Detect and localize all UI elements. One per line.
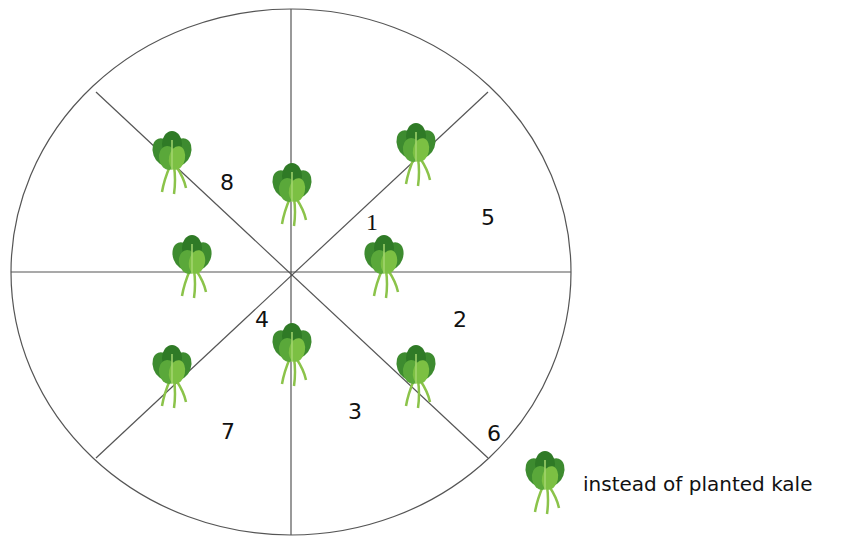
- kale-icon: [361, 235, 407, 298]
- divider-line: [96, 92, 488, 458]
- divider-line: [11, 271, 571, 272]
- kale-icon: [169, 235, 215, 298]
- section-number: 2: [453, 309, 467, 331]
- legend-kale-icon: [522, 451, 568, 514]
- kale-icon: [149, 345, 195, 408]
- kale-icon: [269, 323, 315, 386]
- section-number: 3: [348, 401, 362, 423]
- garden-outline: [11, 9, 571, 535]
- section-number: 7: [221, 421, 235, 443]
- kale-icon: [393, 345, 439, 408]
- legend-text: instead of planted kale: [583, 474, 812, 494]
- kale-icon: [393, 123, 439, 186]
- kale-icon: [269, 163, 315, 226]
- section-number: 6: [487, 423, 501, 445]
- section-number: 1: [366, 210, 378, 234]
- kale-icon: [149, 131, 195, 194]
- divider-line: [96, 92, 488, 458]
- section-number: 5: [481, 207, 495, 229]
- section-number: 8: [220, 172, 234, 194]
- section-number: 4: [255, 309, 269, 331]
